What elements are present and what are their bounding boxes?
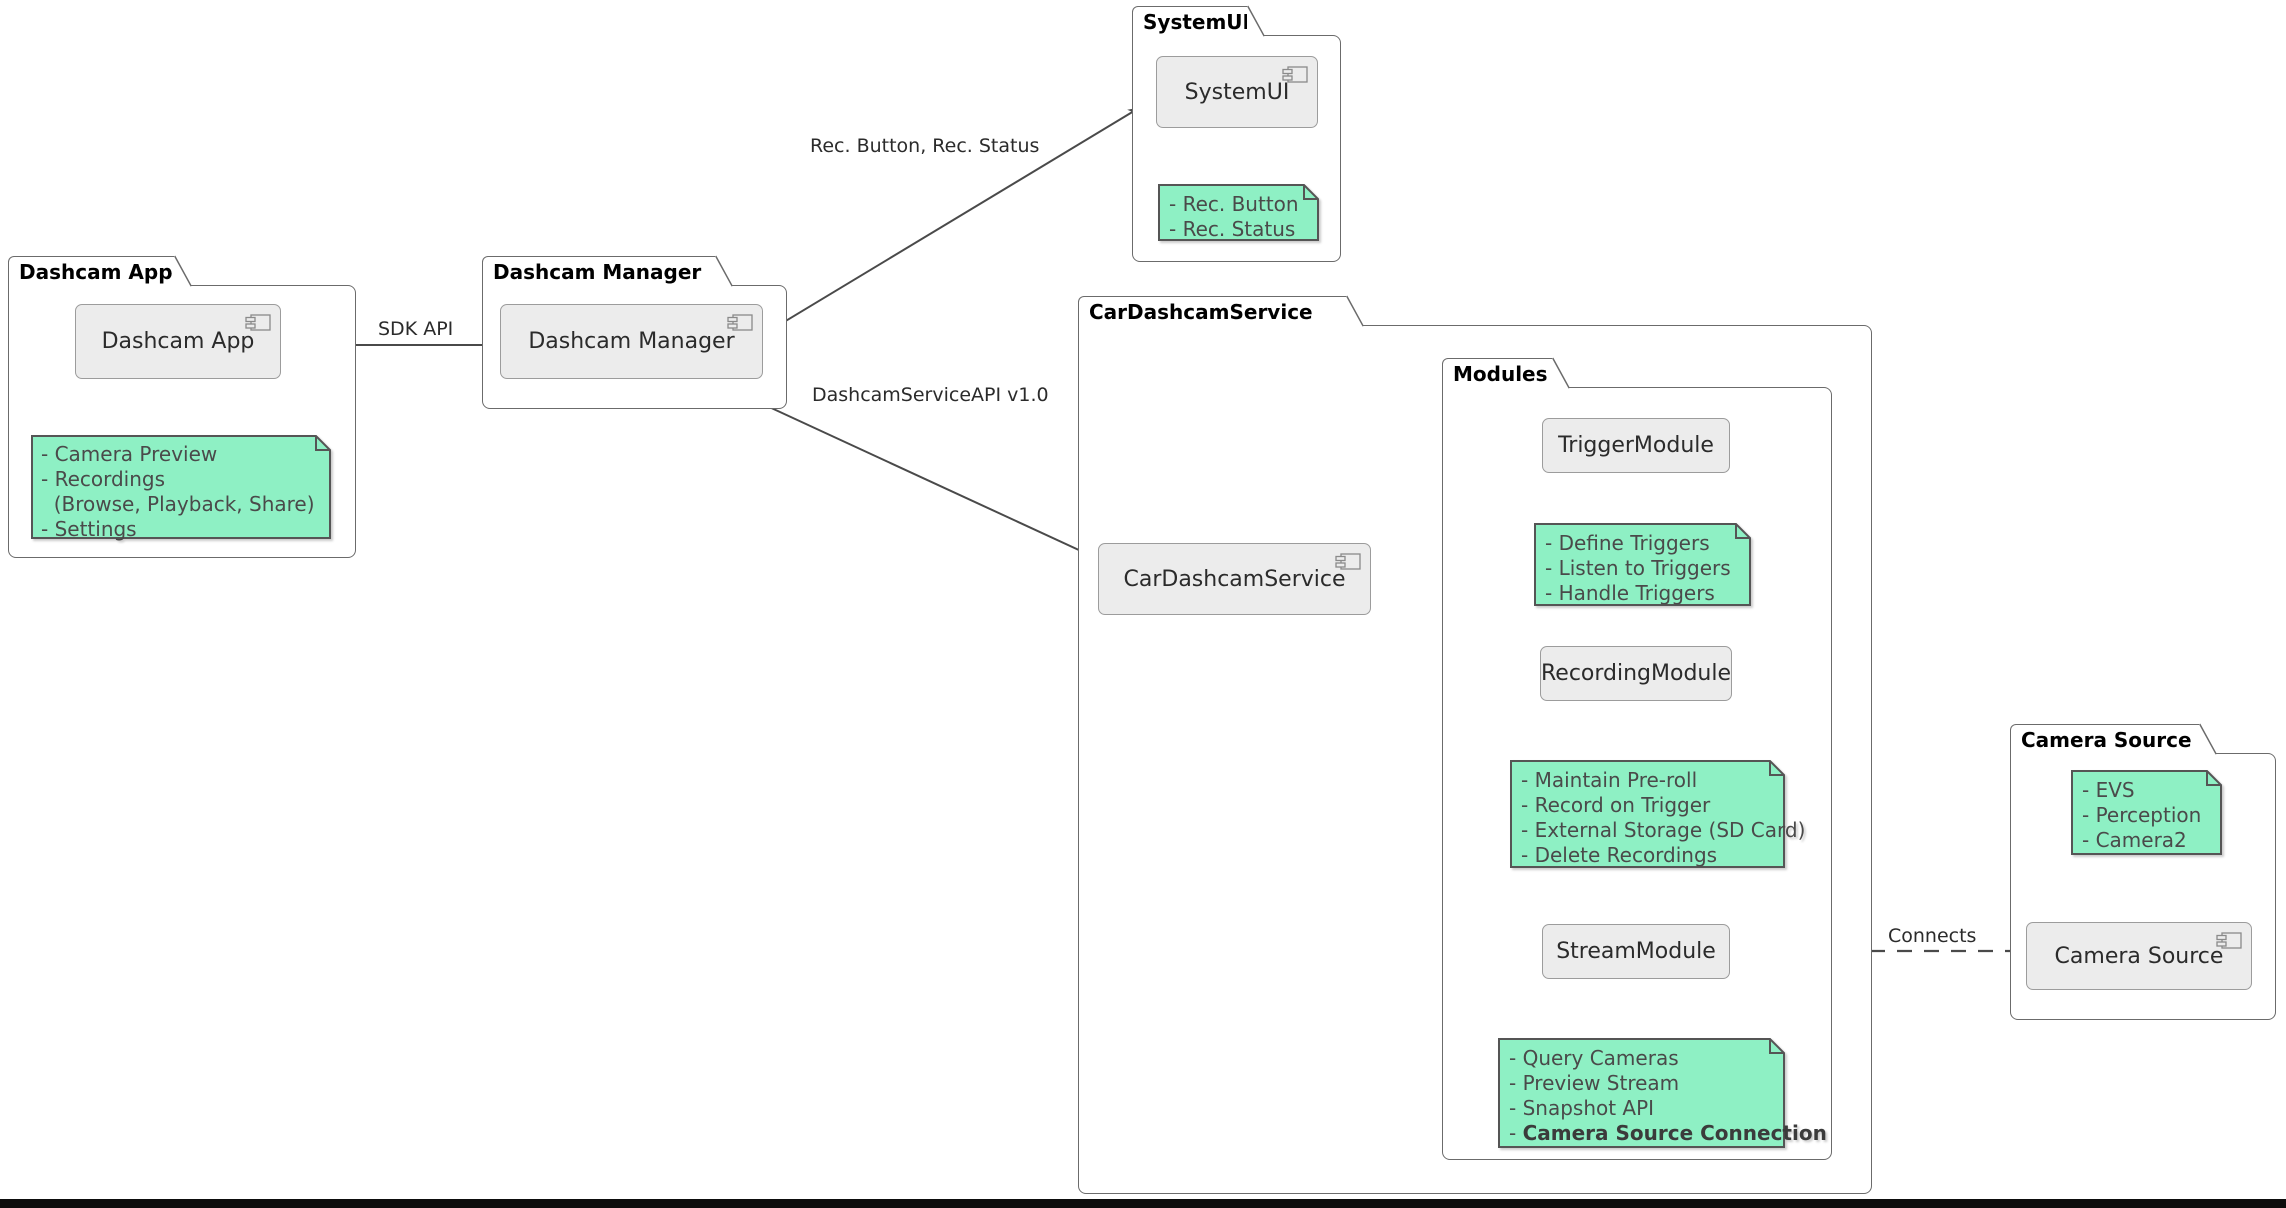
package-tab-cardashcamservice: CarDashcamService: [1078, 296, 1347, 326]
package-dashcam-manager: Dashcam Manager Dashcam Manager: [482, 255, 787, 409]
component-icon: [1282, 66, 1308, 83]
edge-dashcamserviceapi: [727, 387, 1095, 558]
package-tab-camera-source: Camera Source: [2010, 724, 2200, 754]
package-tab-cut: [1346, 295, 1364, 327]
package-tab-cut: [1247, 5, 1265, 37]
component-icon: [245, 314, 271, 331]
component-dashcam-manager[interactable]: Dashcam Manager: [500, 304, 763, 379]
note-text: - Rec. Button - Rec. Status: [1169, 192, 1299, 241]
component-label: StreamModule: [1556, 939, 1716, 964]
package-modules: Modules TriggerModule - Define Triggers …: [1442, 357, 1832, 1160]
component-dashcam-app[interactable]: Dashcam App: [75, 304, 281, 379]
note-text: - EVS - Perception - Camera2: [2082, 778, 2202, 852]
component-label: TriggerModule: [1558, 433, 1714, 458]
edge-label-connects: Connects: [1888, 925, 1976, 947]
package-tab-modules: Modules: [1442, 358, 1553, 388]
edge-label-dashcamserviceapi: DashcamServiceAPI v1.0: [812, 384, 1049, 406]
note-dashcam-app: - Camera Preview - Recordings (Browse, P…: [28, 432, 334, 542]
package-label: Camera Source: [2021, 727, 2192, 752]
package-tab-cut: [1552, 357, 1570, 389]
component-camera-source[interactable]: Camera Source: [2026, 922, 2252, 990]
note-camera-source: - EVS - Perception - Camera2: [2069, 768, 2225, 858]
note-text: - Camera Preview - Recordings (Browse, P…: [41, 442, 315, 541]
bottom-strip: [0, 1199, 2286, 1208]
component-label: SystemUI: [1184, 79, 1290, 105]
component-icon: [727, 314, 753, 331]
component-label: Camera Source: [2054, 943, 2224, 969]
component-label: RecordingModule: [1540, 661, 1732, 686]
note-text: - Maintain Pre-roll - Record on Trigger …: [1521, 768, 1806, 867]
component-icon: [2216, 932, 2242, 949]
note-systemui: - Rec. Button - Rec. Status: [1156, 182, 1322, 244]
package-label: SystemUI: [1143, 9, 1250, 34]
component-label: Dashcam App: [101, 329, 255, 354]
package-tab-systemui: SystemUI: [1132, 6, 1250, 36]
component-cardashcamservice[interactable]: CarDashcamService: [1098, 543, 1371, 615]
component-triggermodule[interactable]: TriggerModule: [1542, 418, 1730, 473]
package-camera-source: Camera Source - EVS - Perception - Camer…: [2010, 723, 2276, 1020]
edge-label-text: Rec. Button, Rec. Status: [810, 135, 1040, 157]
edge-label-text: DashcamServiceAPI v1.0: [812, 384, 1049, 406]
component-systemui[interactable]: SystemUI: [1156, 56, 1318, 128]
package-tab-dashcam-app: Dashcam App: [8, 256, 175, 286]
note-shape: [1534, 523, 1751, 606]
package-label: Dashcam App: [19, 259, 173, 284]
edge-label-text: Connects: [1888, 925, 1977, 947]
package-dashcam-app: Dashcam App Dashcam App - Camera Preview…: [8, 255, 356, 558]
package-tab-cut: [2199, 723, 2217, 755]
note-shape: [31, 435, 331, 539]
note-shape: [1158, 184, 1319, 241]
component-icon: [1335, 553, 1361, 570]
component-recordingmodule[interactable]: RecordingModule: [1540, 646, 1732, 701]
note-triggermodule: - Define Triggers - Listen to Triggers -…: [1532, 521, 1754, 609]
package-tab-cut: [174, 255, 192, 287]
package-label: CarDashcamService: [1089, 299, 1313, 324]
package-systemui: SystemUI SystemUI - Rec. Button - Rec. S…: [1132, 5, 1341, 262]
note-recordingmodule: - Maintain Pre-roll - Record on Trigger …: [1508, 758, 1805, 871]
component-label: CarDashcamService: [1123, 566, 1346, 592]
note-streammodule: - Query Cameras - Preview Stream - Snaps…: [1496, 1036, 1827, 1151]
component-label: Dashcam Manager: [528, 329, 735, 354]
package-label: Dashcam Manager: [493, 259, 702, 284]
package-label: Modules: [1453, 361, 1548, 386]
note-shape: [2071, 770, 2222, 855]
note-text: - Query Cameras - Preview Stream - Snaps…: [1509, 1046, 1827, 1145]
edge-label-text: SDK API: [378, 318, 454, 340]
component-streammodule[interactable]: StreamModule: [1542, 924, 1730, 979]
note-shape: [1498, 1038, 1785, 1148]
package-tab-dashcam-manager: Dashcam Manager: [482, 256, 716, 286]
package-tab-cut: [715, 255, 733, 287]
note-text: - Define Triggers - Listen to Triggers -…: [1545, 531, 1731, 605]
edge-label-sdk-api: SDK API: [378, 318, 453, 340]
package-cardashcamservice: CarDashcamService CarDashcamService Modu…: [1078, 295, 1872, 1194]
edge-label-rec-button-status: Rec. Button, Rec. Status: [810, 135, 1039, 157]
